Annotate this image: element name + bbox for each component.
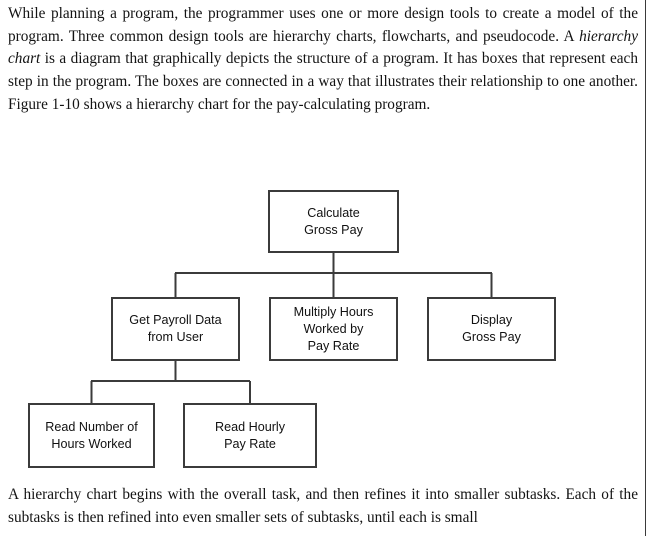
chart-node-get-payroll-data: Get Payroll Data from User <box>111 297 240 361</box>
body-paragraph-top: While planning a program, the programmer… <box>8 3 638 117</box>
chart-node-label: Multiply Hours Worked by Pay Rate <box>293 304 374 353</box>
chart-node-root: Calculate Gross Pay <box>268 190 399 253</box>
chart-node-read-hours: Read Number of Hours Worked <box>28 403 155 468</box>
chart-node-label: Read Number of Hours Worked <box>45 419 138 451</box>
chart-node-multiply-hours: Multiply Hours Worked by Pay Rate <box>269 297 398 361</box>
body-paragraph-bottom: A hierarchy chart begins with the overal… <box>8 484 638 529</box>
chart-node-label: Get Payroll Data from User <box>129 313 222 344</box>
paragraph-text-bottom: A hierarchy chart begins with the overal… <box>8 486 638 526</box>
chart-node-read-pay-rate: Read Hourly Pay Rate <box>183 403 317 468</box>
chart-node-label: Calculate Gross Pay <box>304 205 363 237</box>
paragraph-text-top: While planning a program, the programmer… <box>8 5 638 113</box>
page-edge-rule <box>645 0 646 536</box>
chart-node-display-gross-pay: Display Gross Pay <box>427 297 556 361</box>
chart-node-label: Read Hourly Pay Rate <box>215 419 285 451</box>
chart-node-label: Display Gross Pay <box>462 313 521 344</box>
